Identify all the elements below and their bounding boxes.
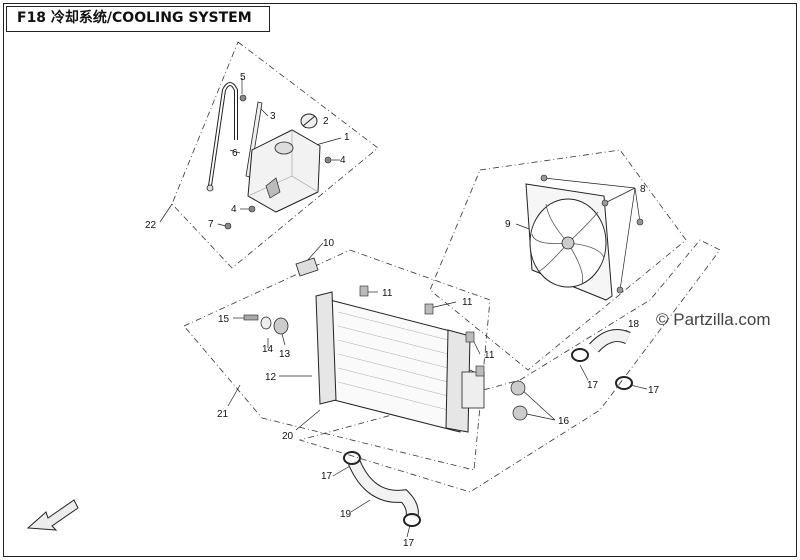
coolant-reservoir <box>247 129 321 213</box>
bolt-5 <box>239 94 247 102</box>
nut-4b <box>248 205 256 213</box>
callout-15: 15 <box>218 314 230 325</box>
reservoir-group-outline <box>171 41 379 269</box>
callout-17c: 17 <box>321 471 333 482</box>
nut-4a <box>324 156 332 164</box>
callout-5: 5 <box>240 72 246 83</box>
callout-11c: 11 <box>484 350 495 361</box>
callout-4a: 4 <box>340 155 346 166</box>
callout-21: 21 <box>217 409 229 420</box>
radiator <box>315 291 485 433</box>
callout-9: 9 <box>505 219 511 230</box>
page-title: F18 冷却系统/COOLING SYSTEM <box>6 6 270 32</box>
callout-13: 13 <box>279 349 291 360</box>
callout-6: 6 <box>232 148 238 159</box>
callout-11b: 11 <box>462 297 473 308</box>
callout-20: 20 <box>282 431 294 442</box>
reservoir-cap <box>300 113 318 129</box>
mount-hardware <box>243 314 289 335</box>
watermark: © Partzilla.com <box>656 310 771 329</box>
callout-4b: 4 <box>231 204 237 215</box>
callout-17d: 17 <box>403 538 415 549</box>
callout-22: 22 <box>145 220 157 231</box>
callout-17a: 17 <box>587 380 599 391</box>
callout-12: 12 <box>265 372 277 383</box>
callout-16: 16 <box>558 416 570 427</box>
callout-7: 7 <box>208 219 214 230</box>
callout-10: 10 <box>323 238 335 249</box>
fan-group-outline <box>429 149 687 371</box>
callout-8: 8 <box>640 184 646 195</box>
callout-18: 18 <box>628 319 640 330</box>
callout-11a: 11 <box>382 288 393 299</box>
callout-1: 1 <box>344 132 350 143</box>
callout-19: 19 <box>340 509 352 520</box>
callout-14: 14 <box>262 344 274 355</box>
cooling-fan-assembly <box>525 183 613 301</box>
filler-neck <box>295 257 319 277</box>
callout-17b: 17 <box>648 385 660 396</box>
hose-group-outline <box>298 239 721 493</box>
callout-2: 2 <box>323 116 329 127</box>
diagram-frame <box>3 3 797 557</box>
clip-7 <box>224 222 232 230</box>
callout-3: 3 <box>270 111 276 122</box>
front-arrow-icon <box>26 499 79 531</box>
